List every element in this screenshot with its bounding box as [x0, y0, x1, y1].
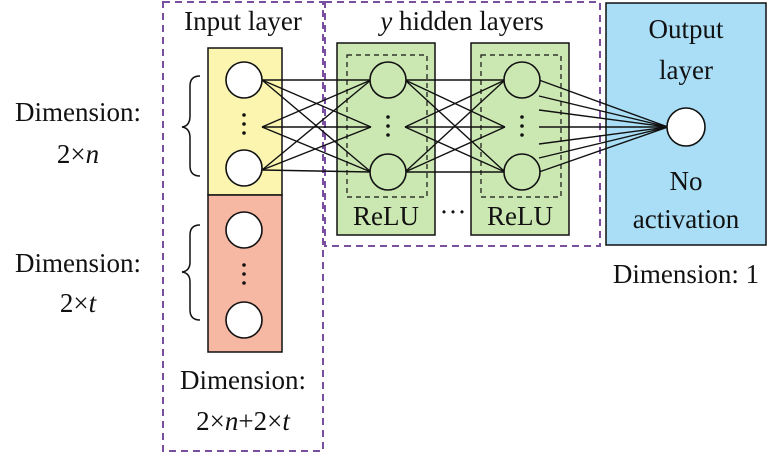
hidden2-activation: ReLU [487, 201, 553, 231]
connections-hidden-output [538, 79, 669, 173]
dim-t-value: 2×t [60, 288, 98, 318]
input-neuron-t-top [225, 211, 263, 249]
dim-total-value: 2×n+2×t [196, 406, 291, 436]
input-neuron-n-bottom [225, 149, 263, 187]
hidden-layers-title-text: hidden layers [392, 6, 543, 36]
dim-n-value: 2×n [57, 139, 99, 169]
output-layer-title-line1: Output [648, 14, 724, 44]
hidden-inner-box-2 [480, 54, 562, 198]
hidden-layers-ellipsis: ··· [440, 197, 467, 227]
output-activation-line1: No [670, 166, 703, 196]
hidden2-neuron-top [503, 61, 541, 99]
hidden-group-box [324, 1, 601, 247]
input-neuron-n-top [225, 61, 263, 99]
dim-n-label: Dimension: [15, 97, 141, 127]
hidden1-neuron-top [369, 61, 407, 99]
dim-total-d: t [282, 406, 291, 436]
output-activation-line2: activation [633, 204, 740, 234]
input-neuron-t-bottom [225, 301, 263, 339]
hidden1-ellipsis [386, 115, 390, 137]
dim-n-prefix: 2× [57, 139, 86, 169]
dim-total-c: +2× [238, 406, 282, 436]
output-dimension: Dimension: 1 [613, 259, 759, 289]
hidden-layers-title: y hidden layers [377, 6, 543, 36]
hidden1-neuron-bottom [369, 153, 407, 191]
hidden2-ellipsis [520, 115, 524, 137]
hidden1-activation: ReLU [353, 201, 419, 231]
dim-total-b: n [225, 406, 239, 436]
input-group-box [162, 1, 324, 452]
dim-total-a: 2× [196, 406, 225, 436]
input-layer-title: Input layer [184, 6, 302, 36]
brace-n [181, 75, 201, 177]
hidden2-neuron-bottom [503, 153, 541, 191]
dim-total-label: Dimension: [180, 365, 306, 395]
hidden-inner-box-1 [346, 54, 428, 198]
input-ellipsis-n [242, 113, 246, 135]
brace-t [181, 224, 201, 321]
dim-n-var: n [86, 139, 100, 169]
output-layer-title-line2: layer [659, 55, 713, 85]
dim-t-prefix: 2× [60, 288, 89, 318]
dim-t-label: Dimension: [15, 248, 141, 278]
connections-input-hidden [261, 79, 372, 173]
input-ellipsis-t [242, 263, 246, 285]
connections-hidden-hidden [404, 79, 506, 173]
hidden-layers-count-var: y [377, 6, 392, 36]
output-neuron [666, 107, 706, 147]
dim-t-var: t [89, 288, 98, 318]
